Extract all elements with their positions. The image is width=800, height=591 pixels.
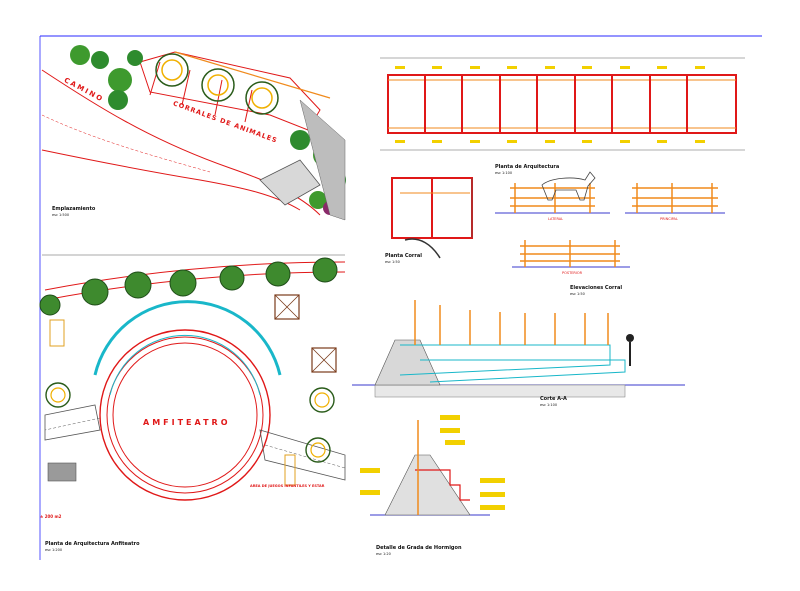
corral-plan-title: Planta Corral xyxy=(385,253,422,259)
elev-posterior-fence xyxy=(520,240,620,267)
bush-6 xyxy=(290,130,310,150)
corral-tree-1-inner xyxy=(161,59,183,81)
posterior-label: POSTERIOR xyxy=(562,271,583,275)
amph-tree-7 xyxy=(39,294,61,316)
shed-bays xyxy=(424,75,688,133)
planter-2 xyxy=(311,347,337,373)
amph-tree-6 xyxy=(312,257,338,283)
lateral-label: LATERAL xyxy=(548,217,564,221)
elevations-scale: esc 1:50 xyxy=(570,292,585,296)
architecture-plan xyxy=(380,57,745,151)
tree-ring-2 xyxy=(45,382,71,408)
step-detail xyxy=(360,415,505,516)
principal-label: PRINCIPAL xyxy=(660,217,678,221)
site-plan xyxy=(41,45,346,221)
amph-plan-scale: esc 1:200 xyxy=(45,548,63,552)
corral-div-1 xyxy=(149,61,161,96)
detail-scale: esc 1:20 xyxy=(376,552,391,556)
road-axis xyxy=(41,114,211,173)
section-aa xyxy=(352,300,685,398)
amph-bench-right xyxy=(284,454,296,486)
tree-ring-2-inner xyxy=(50,387,66,403)
corral-animal xyxy=(404,238,441,259)
amph-tree-3 xyxy=(169,269,197,297)
section-scale: esc 1:100 xyxy=(540,403,558,407)
elev-principal-fence xyxy=(632,183,718,213)
arch-plan-scale: esc 1:100 xyxy=(495,171,513,175)
horse-figure xyxy=(541,171,596,201)
corral-tree-1 xyxy=(155,53,189,87)
planter-1 xyxy=(274,294,300,320)
corral-tree-2 xyxy=(201,68,235,102)
elevations-title: Elevaciones Corral xyxy=(570,285,623,291)
detail-steps xyxy=(415,469,470,501)
corral-elevations xyxy=(495,171,725,268)
amph-tree-1 xyxy=(81,278,109,306)
shed-dim-markers xyxy=(395,66,705,143)
amph-tree-4 xyxy=(219,265,245,291)
amph-plan-title: Planta de Arquitectura Anfiteatro xyxy=(45,541,140,547)
amph-ring-2 xyxy=(106,336,264,494)
corral-tree-3 xyxy=(245,81,279,115)
corral-outline xyxy=(139,51,321,131)
bush-4 xyxy=(108,90,128,110)
section-steps-2 xyxy=(420,359,626,383)
amph-tree-2 xyxy=(124,271,152,299)
corral-tree-3-inner xyxy=(251,87,273,109)
seating-arc-outer xyxy=(93,300,282,376)
shed-outline xyxy=(387,74,737,134)
emplazamiento-scale: esc 1:500 xyxy=(52,213,70,217)
amph-road-1 xyxy=(44,261,346,291)
corral-edge xyxy=(174,51,331,99)
section-steps-1 xyxy=(399,344,611,376)
path-right-axis xyxy=(264,444,346,469)
section-pergola-posts xyxy=(414,300,609,345)
section-ground-hatch xyxy=(374,384,626,398)
path-right xyxy=(259,429,346,481)
tree-ring-1-inner xyxy=(314,392,330,408)
amph-tree-5 xyxy=(265,261,291,287)
bush-9 xyxy=(309,191,327,209)
section-stone-wall xyxy=(374,339,441,386)
bush-5 xyxy=(127,50,143,66)
corral-plan-scale: esc 1:50 xyxy=(385,260,400,264)
bush-3 xyxy=(108,68,132,92)
path-left xyxy=(44,404,101,441)
detail-callouts xyxy=(360,415,505,510)
bench-block xyxy=(47,462,77,482)
section-title: Corte A-A xyxy=(540,396,567,402)
bush-2 xyxy=(91,51,109,69)
path-left-axis xyxy=(44,417,101,431)
planter-1-x2 xyxy=(274,294,300,320)
corral-plan xyxy=(391,177,473,259)
amph-bench-left xyxy=(49,319,65,347)
corral-tree-2-inner xyxy=(207,74,229,96)
tree-ring-3 xyxy=(305,437,331,463)
corral-div-2 xyxy=(181,69,191,106)
amphitheater-plan xyxy=(39,254,346,501)
emplazamiento-title: Emplazamiento xyxy=(52,206,96,212)
detail-title: Detalle de Grada de Hormigon xyxy=(376,545,462,551)
detail-stone xyxy=(384,454,471,516)
site-building xyxy=(259,159,321,206)
area-value-label: ± 200 m2 xyxy=(40,514,62,519)
area-juegos-label: AREA DE JUEGOS INFANTILES Y ESTAR xyxy=(250,484,325,488)
site-slope xyxy=(299,99,346,221)
person-head xyxy=(626,334,634,342)
bush-1 xyxy=(70,45,90,65)
amph-ring-1 xyxy=(99,329,271,501)
seating-arc-inner xyxy=(109,335,261,396)
tree-ring-3-inner xyxy=(310,442,326,458)
amph-ring-3 xyxy=(112,342,258,488)
road-edge-2 xyxy=(41,149,301,211)
planter-2-x2 xyxy=(311,347,337,373)
tree-ring-1 xyxy=(309,387,335,413)
arch-plan-title: Planta de Arquitectura xyxy=(495,164,560,170)
corral-div-3 xyxy=(214,79,223,116)
amfiteatro-label: AMFITEATRO xyxy=(143,418,231,427)
